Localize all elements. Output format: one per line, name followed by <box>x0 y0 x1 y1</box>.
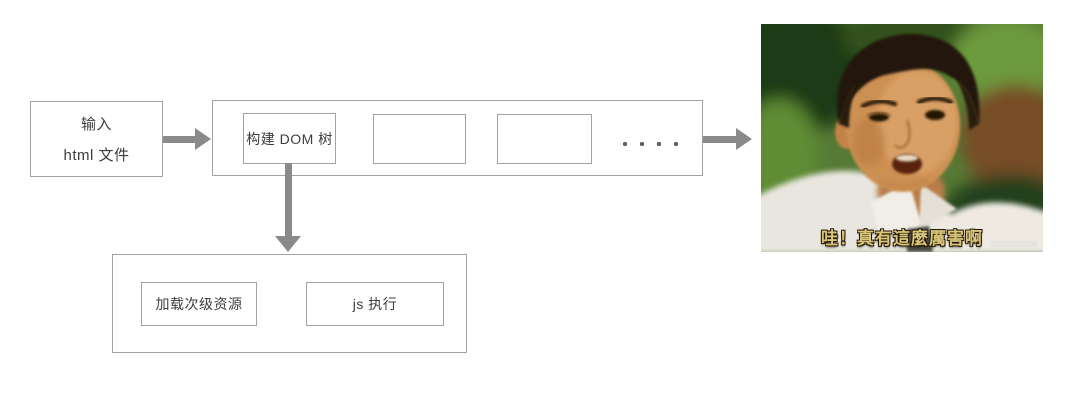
pipeline-container: 构建 DOM 树 <box>212 100 703 176</box>
ellipsis-dots-icon <box>623 142 678 146</box>
input-html-box: 输入 html 文件 <box>30 101 163 177</box>
watermark <box>991 241 1037 247</box>
input-box-line1: 输入 <box>80 115 112 133</box>
pipeline-stage-box-empty-2 <box>497 114 592 164</box>
dot-icon <box>657 142 661 146</box>
arrow-shaft <box>703 135 736 143</box>
arrow-shaft <box>163 135 195 143</box>
input-box-line2: html 文件 <box>63 147 130 165</box>
dot-icon <box>623 142 627 146</box>
dot-icon <box>640 142 644 146</box>
load-secondary-resources-label: 加载次级资源 <box>155 296 243 312</box>
arrow-head <box>736 128 752 150</box>
arrow-pipeline-to-result-icon <box>703 128 752 150</box>
dot-icon <box>674 142 678 146</box>
meme-photo-illustration <box>761 24 1043 252</box>
meme-caption: 哇！真有這麼厲害啊 <box>821 229 983 248</box>
arrow-head <box>275 236 301 252</box>
js-execution-box: js 执行 <box>306 282 444 326</box>
subtask-container: 加载次级资源 js 执行 <box>112 254 467 353</box>
arrow-head <box>195 128 211 150</box>
build-dom-tree-label: 构建 DOM 树 <box>246 130 333 147</box>
build-dom-tree-box: 构建 DOM 树 <box>243 113 336 164</box>
arrow-dom-to-subtasks-icon <box>275 163 301 252</box>
pipeline-stage-box-empty-1 <box>373 114 466 164</box>
meme-image: 哇！真有這麼厲害啊 <box>761 24 1043 252</box>
load-secondary-resources-box: 加载次级资源 <box>141 282 257 326</box>
arrow-shaft <box>284 163 292 236</box>
js-execution-label: js 执行 <box>352 296 398 312</box>
arrow-input-to-pipeline-icon <box>163 128 211 150</box>
